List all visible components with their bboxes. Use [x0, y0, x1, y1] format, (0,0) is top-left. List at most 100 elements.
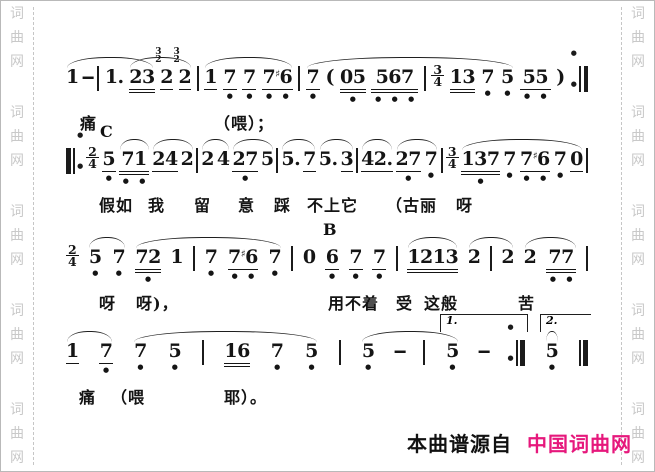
lyric-text: 痛: [79, 388, 97, 407]
note: 0: [570, 149, 583, 173]
octave-dots: ● ●: [122, 176, 150, 186]
dash-note: -: [392, 340, 407, 362]
note: 77● ●: [545, 247, 577, 282]
octave-dots: ● ●: [266, 91, 293, 101]
octave-dots: ●: [271, 268, 282, 277]
lyric-text: 用不着: [328, 294, 380, 313]
note: 5●: [501, 66, 515, 97]
barline: [585, 148, 588, 173]
lyric-text: 呀)，: [136, 294, 179, 313]
barline: [489, 246, 492, 271]
octave-dots: ●: [484, 88, 495, 97]
note: 5●: [446, 340, 460, 371]
note: 3: [340, 149, 354, 173]
lyric-text: 耶）。: [224, 388, 268, 407]
note: 27●: [232, 148, 258, 183]
octave-dots: ●: [308, 362, 319, 371]
note: 71● ●: [118, 149, 150, 186]
note: 72●: [135, 246, 161, 284]
note: 7●: [372, 246, 387, 281]
watermark-text: 词曲网: [631, 402, 645, 466]
note: 7: [303, 149, 316, 173]
watermark-text: 词曲网: [10, 105, 24, 169]
note: 1: [170, 246, 184, 268]
volta-bracket: 1.: [440, 314, 528, 332]
paren: ): [556, 66, 566, 88]
note: 7♯6● ●: [262, 66, 293, 101]
octave-dots: ●: [171, 362, 182, 371]
source-site-link[interactable]: 中国词曲网: [527, 432, 632, 456]
note: 7●: [204, 246, 219, 277]
octave-dots: ●: [145, 274, 156, 284]
octave-dots: ●: [427, 170, 439, 179]
note: 0: [302, 246, 316, 268]
lyric-text: 痛: [80, 114, 98, 133]
watermark-text: 词曲网: [631, 303, 645, 367]
barline: [196, 148, 199, 173]
note: 1: [66, 66, 79, 88]
lyric-text: 踩: [274, 196, 292, 215]
sharp-icon: ♯: [275, 69, 280, 80]
octave-dots: ●: [226, 91, 237, 101]
chord-symbol: C: [100, 122, 113, 141]
note: 7●: [481, 66, 495, 97]
barline: [356, 148, 359, 173]
note: 5.: [318, 148, 338, 170]
note: 7●: [242, 66, 257, 101]
volta-bracket: 2.: [540, 314, 591, 332]
watermark-text: 词曲网: [10, 303, 24, 367]
watermark-text: 词曲网: [10, 6, 24, 70]
note: 7●: [503, 148, 517, 179]
note: 6●: [325, 246, 340, 281]
octave-dots: ●: [329, 271, 340, 281]
octave-dots: ●: [405, 173, 416, 183]
lyric-text: 苦: [518, 294, 536, 313]
octave-dots: ●: [477, 176, 488, 186]
note: 2: [201, 148, 214, 170]
octave-dots: ●: [208, 268, 219, 277]
source-footer: 本曲谱源自中国词曲网: [407, 428, 632, 457]
chord-symbol: B: [323, 220, 337, 239]
watermark-text: 词曲网: [10, 204, 24, 268]
note: 7♯6● ●: [519, 148, 551, 183]
barline: [423, 66, 426, 91]
lyric-text: （古丽: [386, 196, 438, 215]
repeat-start-barline: ●●: [66, 131, 83, 174]
note: 2: [467, 246, 481, 268]
note: 7●: [270, 340, 285, 371]
final-barline: [579, 340, 588, 366]
note: 5●: [168, 340, 182, 371]
lyric-text: 呀: [99, 294, 117, 313]
octave-dots: ●: [449, 362, 460, 371]
note: 42.: [361, 149, 393, 173]
sharp-icon: ♯: [532, 151, 538, 162]
octave-dots: ●: [504, 88, 515, 97]
lyric-text: 假如: [99, 196, 134, 215]
octave-dots: ●: [103, 365, 114, 375]
note: 1: [204, 67, 218, 91]
sharp-icon: ♯: [240, 249, 246, 260]
lyrics-row-2: 假如我留意踩不上它（古丽呀: [66, 192, 588, 216]
note: 5●: [545, 340, 560, 371]
note: 5●: [305, 340, 319, 371]
barline: [440, 148, 443, 173]
watermark-left: 词曲网词曲网词曲网词曲网词曲网: [5, 7, 34, 465]
note: 23: [129, 67, 155, 94]
octave-dots: ●: [548, 362, 560, 371]
barline: [585, 246, 588, 271]
note: 16: [224, 341, 250, 368]
lyric-text: 留: [194, 196, 212, 215]
note: 1.: [104, 66, 124, 88]
watermark-text: 词曲网: [631, 6, 645, 70]
barline: [338, 340, 341, 365]
octave-dots: ●: [137, 362, 148, 371]
dash-note: -: [476, 340, 491, 362]
